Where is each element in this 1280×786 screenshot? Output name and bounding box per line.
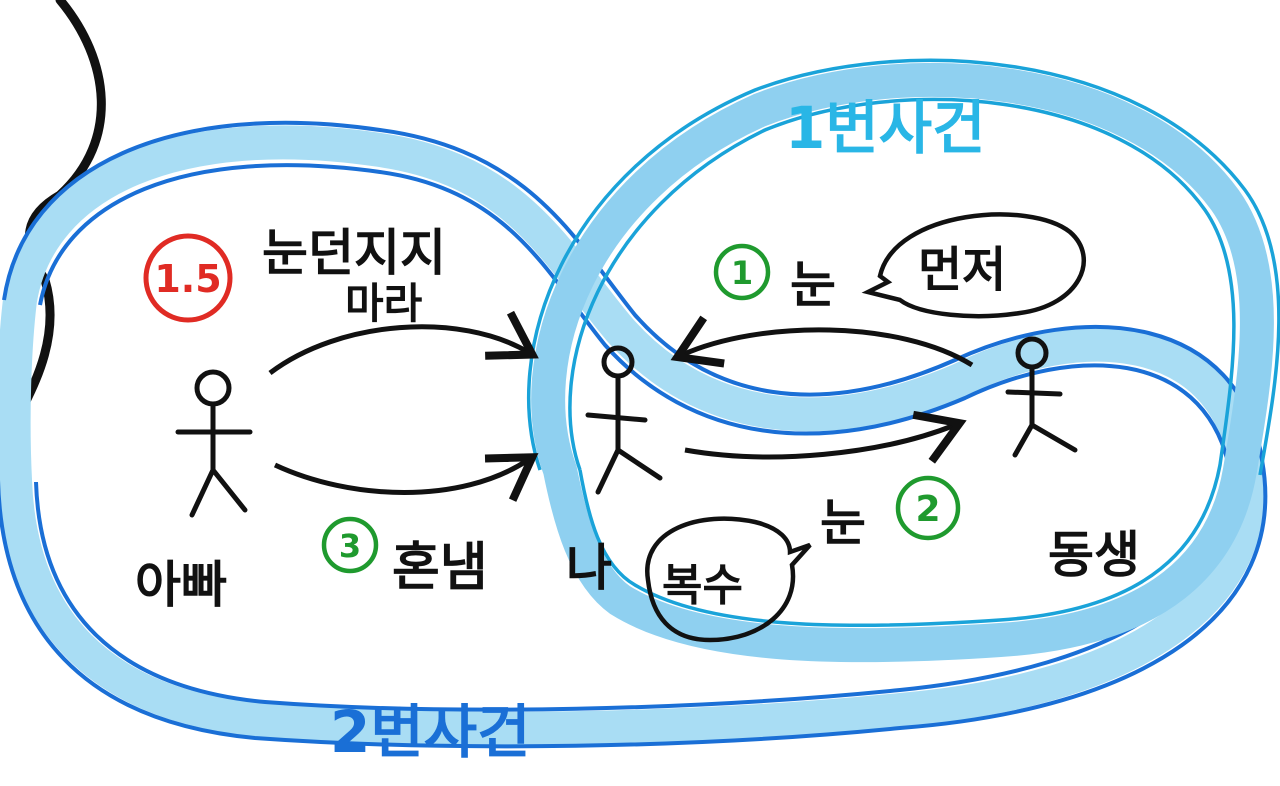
- me-label: 나: [566, 539, 612, 597]
- step-3-text: 혼냄: [392, 538, 488, 598]
- event1-band: [527, 58, 1280, 663]
- arrow-sibling-to-me-snow: [670, 315, 974, 368]
- bubble-revenge: 복수: [645, 516, 812, 643]
- event1-label: 1번사건: [785, 94, 985, 162]
- step-1-5-circle: [143, 233, 233, 323]
- step-2-circle: [895, 475, 961, 541]
- step-3-number: 3: [339, 527, 361, 565]
- bubble-revenge-text: 복수: [662, 560, 743, 611]
- dad-label: 아빠: [135, 556, 227, 614]
- sibling-label: 동생: [1048, 526, 1140, 584]
- black-curve-decoration: [5, 0, 106, 435]
- dad-figure: [175, 369, 253, 518]
- step-1-number: 1: [731, 254, 753, 292]
- step-2-text: 눈: [820, 494, 866, 552]
- step-1-circle: [713, 243, 771, 301]
- step-1-5-text-line2: 마라: [345, 279, 423, 328]
- step-1-5-text-line1: 눈던지지: [262, 224, 446, 282]
- arrow-me-to-sibling-snow: [684, 410, 967, 464]
- arrow-dad-to-me-scold: [273, 453, 539, 502]
- bubble-first: 먼저: [861, 212, 1087, 319]
- event2-label: 2번사건: [330, 698, 530, 766]
- step-1-5-number: 1.5: [154, 257, 221, 301]
- bubble-first-text: 먼저: [918, 242, 1006, 298]
- step-3-circle: [321, 516, 379, 574]
- step-1-text: 눈: [790, 256, 836, 314]
- arrow-dad-to-me-warning: [268, 310, 539, 375]
- step-2-number: 2: [915, 489, 940, 530]
- me-figure: [585, 345, 663, 495]
- sibling-figure: [1005, 336, 1078, 458]
